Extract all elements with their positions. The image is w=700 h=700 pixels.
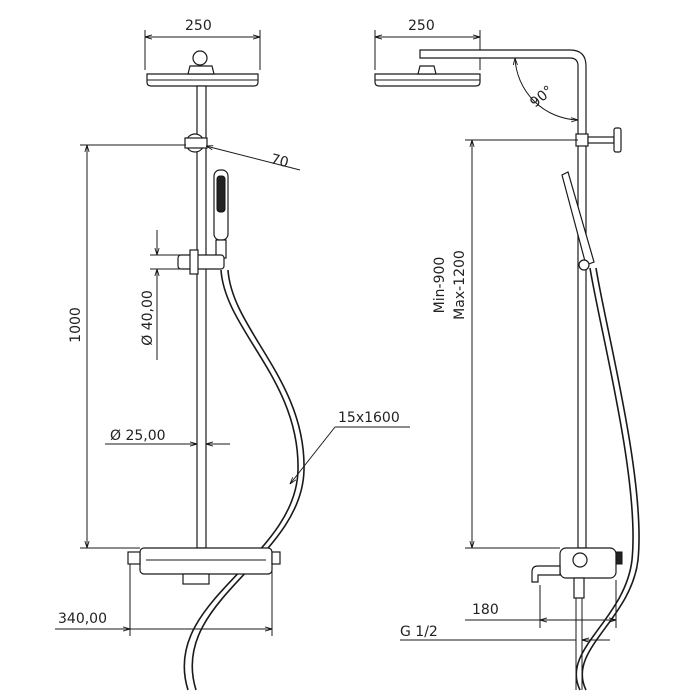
side-view: 250 90° Min-900 Max-1200 — [374, 18, 640, 691]
slider-diameter-label: Ø 40,00 — [140, 290, 156, 346]
pipe-diameter-label: Ø 25,00 — [110, 428, 166, 444]
slider — [177, 254, 225, 270]
head-width-label: 250 — [185, 18, 212, 34]
spout — [531, 565, 561, 583]
side-hand-shower — [561, 171, 595, 266]
arm-angle-label: 90° — [527, 83, 556, 111]
connection-label: G 1/2 — [400, 624, 438, 640]
hose — [183, 269, 299, 691]
riser-pipe — [196, 85, 207, 549]
side-head-width-label: 250 — [408, 18, 435, 34]
side-mixer — [559, 547, 617, 579]
holder-offset-label: 70 — [269, 151, 290, 171]
mixer-spacing-label: 340,00 — [58, 611, 107, 627]
spout-length-label: 180 — [472, 602, 499, 618]
thermostat-mixer — [139, 547, 273, 575]
height-label: 1000 — [68, 307, 84, 343]
height-min-label: Min-900 — [432, 257, 448, 314]
hose-label: 15x1600 — [338, 410, 400, 426]
height-max-label: Max-1200 — [452, 250, 468, 320]
front-view: 250 70 1000 Ø 40,00 — [55, 18, 410, 691]
